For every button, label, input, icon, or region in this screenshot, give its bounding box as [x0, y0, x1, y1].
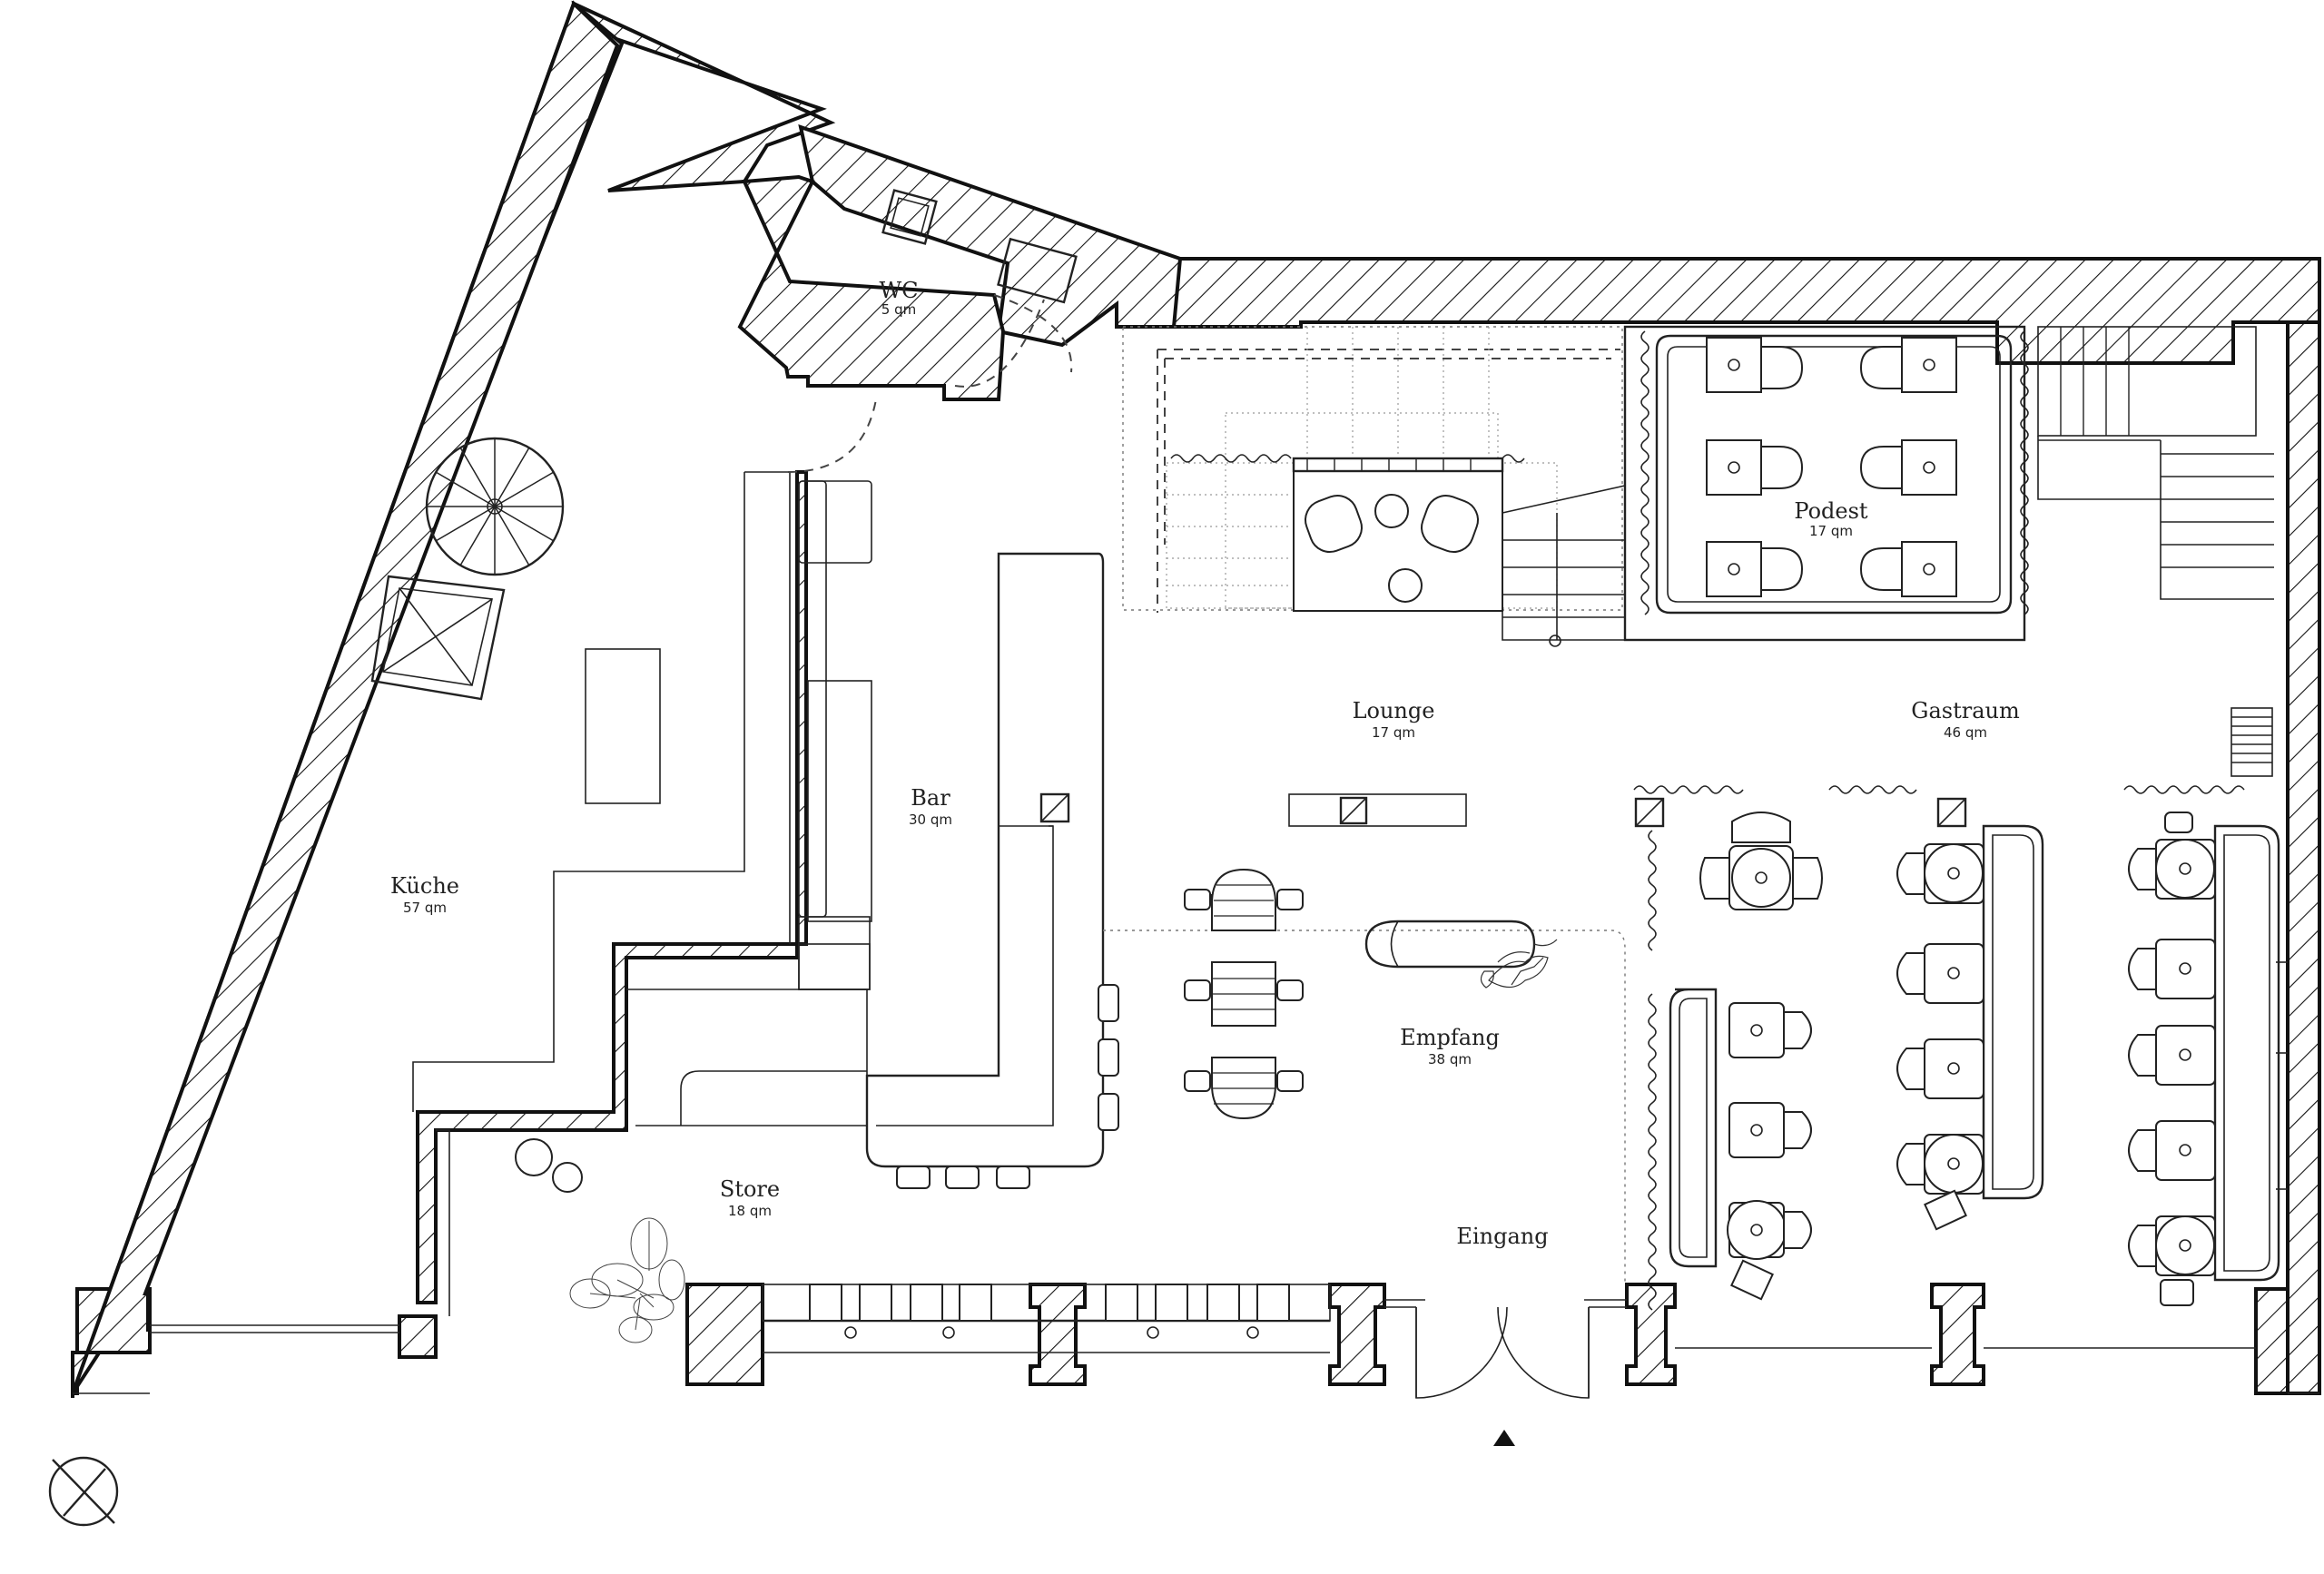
- room-area-empfang: 38 qm: [1428, 1051, 1472, 1067]
- booth-tables-right: [2128, 812, 2216, 1306]
- pier-7: [2254, 1287, 2290, 1395]
- room-area-podest: 17 qm: [1809, 523, 1853, 539]
- column: [1936, 797, 1967, 828]
- room-name-bar: Bar: [911, 785, 950, 811]
- room-name-gastraum: Gastraum: [1911, 698, 2020, 723]
- north-arrow-icon: [48, 1456, 119, 1527]
- lounge-side-table: [1374, 494, 1409, 528]
- lounge-low-table: [1288, 793, 1467, 827]
- bar-area: [626, 480, 1119, 1189]
- empfang-area: [1103, 868, 1627, 1446]
- lounge-armchair: [1421, 495, 1479, 553]
- booth-tables-middle: [1896, 843, 1984, 1231]
- plant-icon: [569, 1217, 685, 1343]
- pier-1: [398, 1314, 438, 1359]
- podest-steps: [1502, 485, 1626, 647]
- store-round-table: [552, 1162, 583, 1193]
- wall-northwest: [571, 0, 836, 192]
- booth-bench: [2213, 824, 2280, 1282]
- room-name-eingang: Eingang: [1456, 1224, 1548, 1249]
- room-name-lounge: Lounge: [1353, 698, 1435, 723]
- table: [1706, 337, 1762, 393]
- store-round-table: [515, 1138, 553, 1176]
- kitchen: [370, 437, 791, 1112]
- room-area-kueche: 57 qm: [403, 900, 447, 916]
- chair: [1760, 346, 1804, 389]
- room-name-podest: Podest: [1794, 498, 1868, 524]
- booth-bench: [1669, 988, 1718, 1268]
- entrance-door[interactable]: [1384, 1306, 1627, 1399]
- booth-bench: [1982, 824, 2044, 1200]
- room-name-store: Store: [720, 1176, 780, 1202]
- room-area-wc: 5 qm: [881, 301, 916, 318]
- room-name-empfang: Empfang: [1400, 1025, 1500, 1050]
- bar-stools: [896, 984, 1119, 1189]
- pier-3: [1029, 1283, 1087, 1386]
- wc-toilet: [881, 189, 938, 245]
- bar-column: [1039, 792, 1070, 823]
- main-stair: [2037, 326, 2274, 777]
- wall-east: [2254, 320, 2321, 1395]
- reception-desk: [1364, 920, 1536, 969]
- room-area-gastraum: 46 qm: [1944, 724, 1987, 741]
- entrance-triangle-icon: [1493, 1430, 1515, 1446]
- room-area-lounge: 17 qm: [1372, 724, 1415, 741]
- podest-tables: [1706, 337, 1957, 597]
- room-labels: WC 5 qm Küche 57 qm Bar 30 qm Lounge 17 …: [390, 278, 2020, 1249]
- room-name-wc: WC: [879, 278, 918, 303]
- wall-north-wedge: [798, 123, 1183, 348]
- plant-icon: [1480, 939, 1558, 989]
- wall-wc: [737, 174, 1006, 401]
- spiral-stair: [425, 437, 565, 576]
- window-seats: [809, 1284, 1290, 1339]
- lounge-side-table: [1388, 568, 1423, 603]
- wall-west-main: [71, 0, 620, 1394]
- gastraum-area: [1633, 785, 2288, 1311]
- lounge-armchair: [1305, 495, 1363, 553]
- pier-4: [1328, 1283, 1386, 1386]
- lounge-area: [1122, 326, 1626, 827]
- pier-5: [1625, 1283, 1677, 1386]
- store-area: [436, 1129, 1331, 1343]
- column: [1634, 797, 1665, 828]
- exterior-walls: [71, 0, 2321, 1398]
- wc-sink: [997, 237, 1078, 304]
- pier-2: [685, 1283, 764, 1386]
- empfang-tables: [1184, 868, 1304, 1120]
- room-area-store: 18 qm: [728, 1203, 772, 1219]
- podest-booth: [1655, 334, 2013, 615]
- booth-tables-left: [1727, 1002, 1812, 1301]
- room-name-kueche: Küche: [390, 873, 459, 899]
- podest-area: [1623, 325, 2029, 642]
- kitchen-island: [585, 648, 661, 804]
- room-area-bar: 30 qm: [909, 812, 952, 828]
- elevator-shaft: [370, 575, 506, 701]
- wc-area: [787, 189, 1078, 473]
- pier-6: [1930, 1283, 1985, 1386]
